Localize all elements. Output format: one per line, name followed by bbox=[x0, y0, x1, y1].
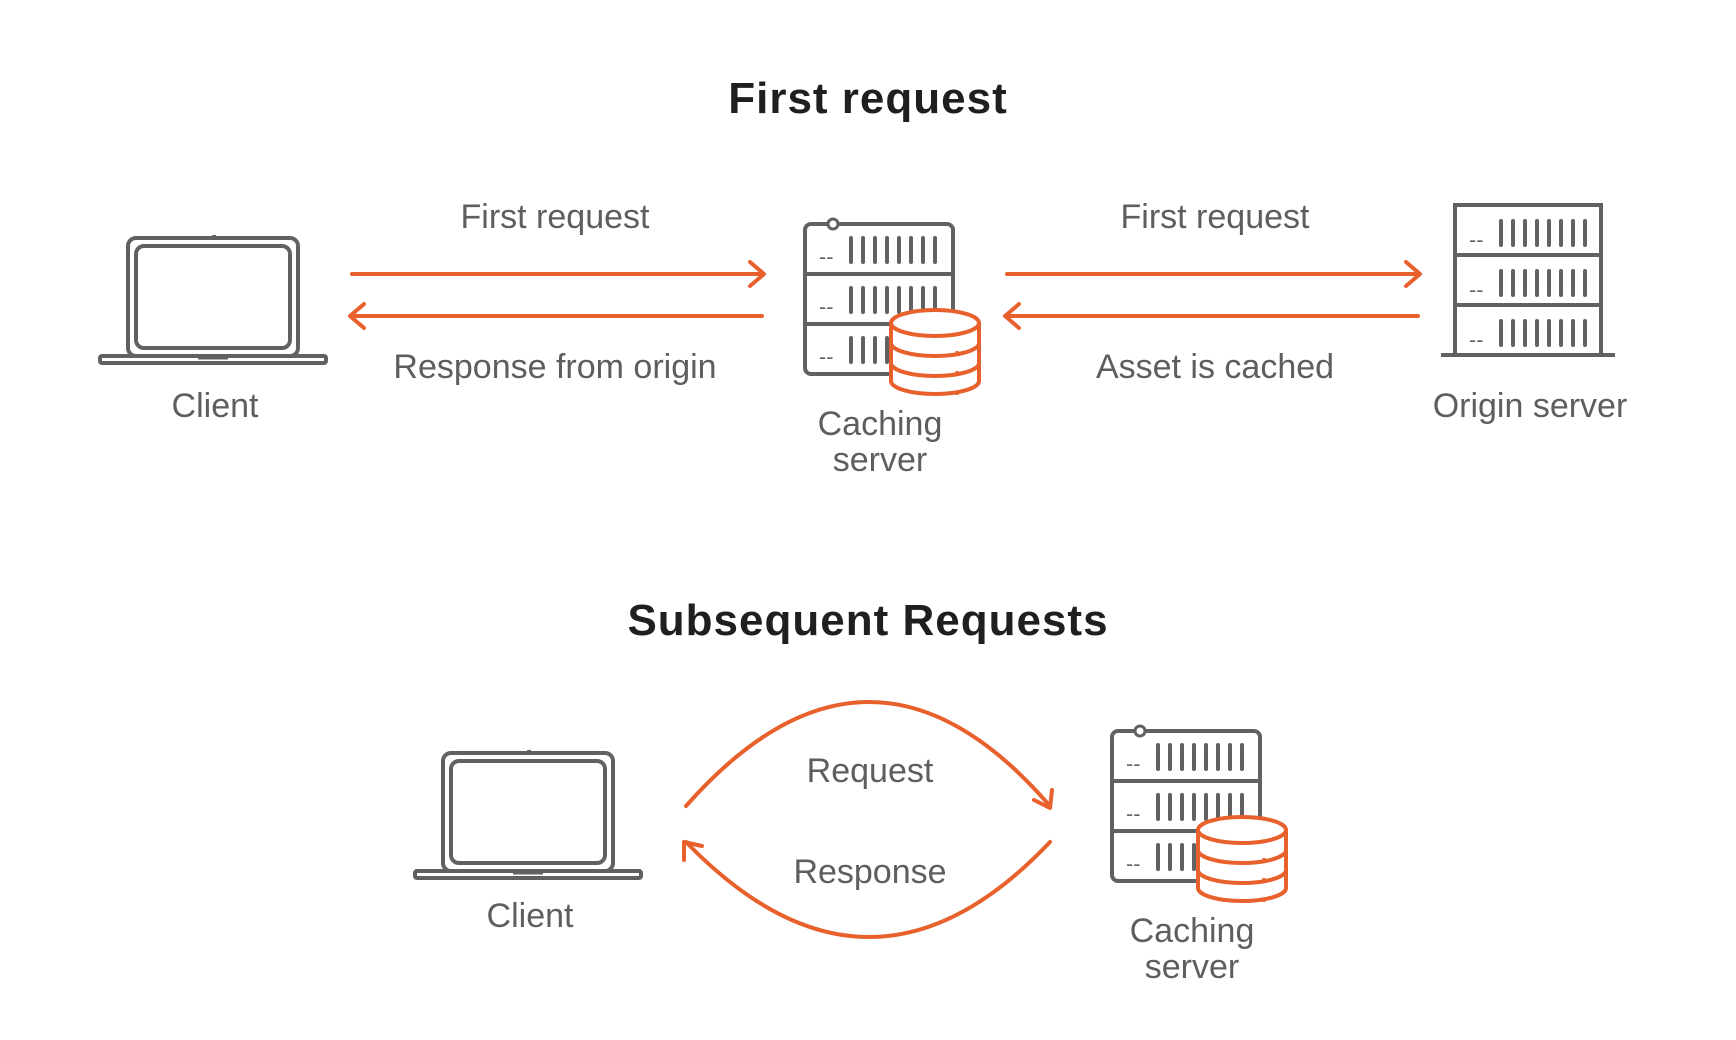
top-section-title: First request bbox=[728, 74, 1008, 123]
label-response: Response bbox=[793, 853, 947, 891]
origin-server-label: Origin server bbox=[1432, 387, 1628, 425]
arrow-cache-to-client bbox=[348, 302, 764, 330]
top-client-label: Client bbox=[171, 387, 259, 425]
top-caching-label-line2: server bbox=[832, 441, 928, 479]
arrow-origin-to-cache bbox=[1003, 302, 1420, 330]
bottom-caching-label-line2: server bbox=[1144, 948, 1240, 986]
bottom-client-label: Client bbox=[486, 897, 574, 935]
bottom-client-laptop-icon bbox=[413, 748, 643, 880]
label-cache-to-client: Response from origin bbox=[393, 348, 717, 386]
arrow-request bbox=[684, 700, 1054, 810]
bottom-caching-database-icon bbox=[1196, 815, 1288, 904]
arrow-client-to-cache bbox=[350, 260, 766, 288]
label-client-to-cache: First request bbox=[460, 198, 650, 236]
bottom-caching-label-line1: Caching bbox=[1129, 912, 1255, 950]
label-origin-to-cache: Asset is cached bbox=[1095, 348, 1335, 386]
top-caching-database-icon bbox=[889, 308, 981, 397]
origin-server-icon bbox=[1441, 203, 1615, 357]
label-cache-to-origin: First request bbox=[1120, 198, 1310, 236]
arrow-response bbox=[682, 840, 1052, 939]
bottom-section-title: Subsequent Requests bbox=[627, 596, 1109, 645]
label-request: Request bbox=[806, 752, 934, 790]
arrow-cache-to-origin bbox=[1005, 260, 1422, 288]
top-client-laptop-icon bbox=[98, 233, 328, 365]
top-caching-label-line1: Caching bbox=[817, 405, 943, 443]
